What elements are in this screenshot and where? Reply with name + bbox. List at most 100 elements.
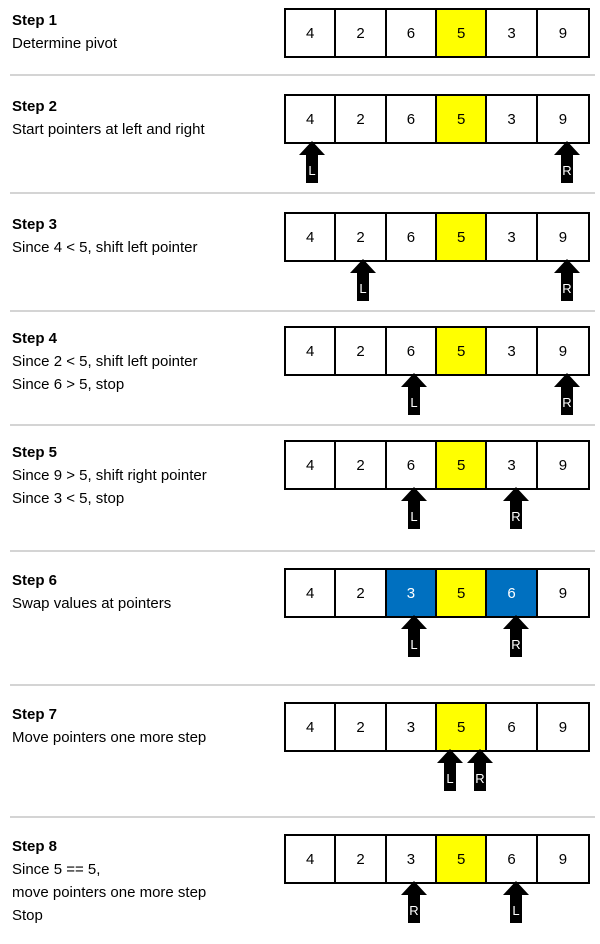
step-description-line: Since 5 == 5,: [12, 861, 101, 878]
array-cell: 2: [336, 442, 387, 488]
array-cell: 9: [537, 10, 589, 56]
pointer-label: R: [562, 163, 571, 178]
pointer-label: L: [410, 637, 417, 652]
right-pointer-arrow-icon: R: [466, 749, 493, 791]
array-cell: 4: [286, 328, 337, 374]
array-cell: 4: [286, 704, 337, 750]
pointer-label: L: [359, 281, 366, 296]
array-cell: 3: [487, 96, 538, 142]
pointer-label: R: [562, 281, 571, 296]
array-cell: 9: [537, 442, 589, 488]
step-description-line: Since 3 < 5, stop: [12, 490, 125, 507]
array-cell: 9: [537, 328, 589, 374]
pivot-cell: 5: [437, 10, 488, 56]
array-cell: 6: [386, 442, 438, 488]
pivot-cell: 5: [437, 214, 488, 260]
array-cell: 3: [487, 10, 538, 56]
pivot-cell: 5: [437, 442, 488, 488]
pivot-cell: 5: [437, 96, 488, 142]
array-cell: 9: [537, 96, 589, 142]
step-divider: [10, 550, 595, 552]
step-title: Step 5: [12, 444, 58, 461]
array-cell: 4: [286, 570, 337, 616]
pointer-label: L: [410, 395, 417, 410]
array-cell: 9: [537, 704, 589, 750]
step-divider: [10, 192, 595, 194]
array-cell: 6: [386, 10, 438, 56]
right-pointer-arrow-icon: R: [553, 259, 580, 301]
step-description-line: move pointers one more step: [12, 884, 207, 901]
pointer-label: L: [308, 163, 315, 178]
array-cell: 6: [487, 836, 538, 882]
array-cell: 4: [286, 442, 337, 488]
step-description-line: Determine pivot: [12, 35, 118, 52]
left-pointer-arrow-icon: L: [349, 259, 376, 301]
step-description-line: Since 6 > 5, stop: [12, 376, 125, 393]
pointer-label: R: [409, 903, 418, 918]
pivot-cell: 5: [437, 836, 488, 882]
array-cell: 6: [386, 328, 438, 374]
step-divider: [10, 424, 595, 426]
step-8: Step 8 Since 5 == 5, move pointers one mor…: [0, 826, 600, 944]
array-cell: 9: [537, 214, 589, 260]
step-title: Step 8: [12, 838, 58, 855]
array-cell: 3: [487, 442, 538, 488]
array-cell: 2: [336, 570, 387, 616]
step-title: Step 4: [12, 330, 58, 347]
step-description-line: Since 9 > 5, shift right pointer: [12, 467, 207, 484]
left-pointer-arrow-icon: L: [298, 141, 325, 183]
array-cell: 2: [336, 836, 387, 882]
array-cell: 2: [336, 10, 387, 56]
step-title: Step 6: [12, 572, 58, 589]
step-divider: [10, 74, 595, 76]
array-cell: 6: [487, 704, 538, 750]
array-cell: 3: [386, 836, 438, 882]
array-cell: 6: [386, 214, 438, 260]
pointer-label: L: [512, 903, 519, 918]
step-divider: [10, 816, 595, 818]
array-cell: 9: [537, 836, 589, 882]
left-pointer-arrow-icon: L: [502, 881, 529, 923]
right-pointer-arrow-icon: R: [502, 615, 529, 657]
swapped-cell: 6: [487, 570, 538, 616]
step-description-line: Swap values at pointers: [12, 595, 172, 612]
step-description-line: Since 4 < 5, shift left pointer: [12, 239, 198, 256]
pivot-cell: 5: [437, 570, 488, 616]
step-description-line: Move pointers one more step: [12, 729, 207, 746]
step-divider: [10, 684, 595, 686]
array-cell: 4: [286, 214, 337, 260]
array-cell: 2: [336, 96, 387, 142]
step-title: Step 2: [12, 98, 58, 115]
left-pointer-arrow-icon: L: [436, 749, 463, 791]
pointer-label: R: [511, 637, 520, 652]
pointer-label: R: [562, 395, 571, 410]
pointer-label: R: [475, 771, 484, 786]
array-cell: 2: [336, 214, 387, 260]
array-cell: 3: [487, 214, 538, 260]
array-cell: 3: [386, 704, 438, 750]
left-pointer-arrow-icon: L: [400, 373, 427, 415]
pointer-label: R: [511, 509, 520, 524]
array-cell: 4: [286, 836, 337, 882]
array-cell: 4: [286, 10, 337, 56]
step-title: Step 7: [12, 706, 58, 723]
right-pointer-arrow-icon: R: [502, 487, 529, 529]
right-pointer-arrow-icon: R: [553, 141, 580, 183]
pointer-label: L: [446, 771, 453, 786]
pointer-label: L: [410, 509, 417, 524]
step-title: Step 3: [12, 216, 58, 233]
step-divider: [10, 310, 595, 312]
